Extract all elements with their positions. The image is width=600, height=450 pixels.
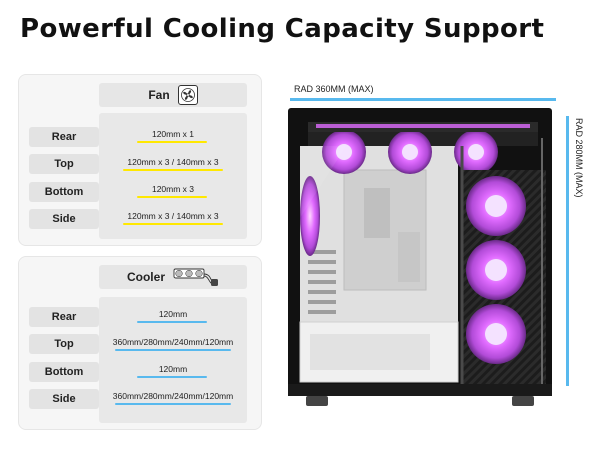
top-radiator-dimension-line bbox=[290, 98, 556, 101]
cooler-support-panel: Cooler Rear 120mm Top 360mm/280mm/240mm/… bbox=[18, 256, 262, 430]
fan-icon bbox=[177, 85, 198, 105]
cooler-row-top-label: Top bbox=[29, 334, 99, 354]
fan-side-underline bbox=[123, 223, 223, 225]
side-radiator-dimension-label: RAD 280MM (MAX) bbox=[574, 118, 584, 198]
fan-row-side-value: 120mm x 3 / 140mm x 3 bbox=[127, 211, 219, 221]
cooler-header-label: Cooler bbox=[126, 270, 165, 284]
cooler-top-underline bbox=[115, 349, 231, 351]
fan-row-top-value: 120mm x 3 / 140mm x 3 bbox=[127, 157, 219, 167]
fan-rear-underline bbox=[137, 141, 207, 143]
cooler-row-side-value: 360mm/280mm/240mm/120mm bbox=[112, 391, 234, 401]
fan-row-bottom-label: Bottom bbox=[29, 182, 99, 202]
fan-header: Fan bbox=[99, 83, 247, 107]
cooler-row-bottom-value: 120mm bbox=[158, 364, 188, 374]
fan-row-rear-label: Rear bbox=[29, 127, 99, 147]
radiator-icon bbox=[173, 267, 219, 287]
cooler-row-rear-label: Rear bbox=[29, 307, 99, 327]
cooler-row-top-value: 360mm/280mm/240mm/120mm bbox=[112, 337, 234, 347]
cooler-side-underline bbox=[115, 403, 231, 405]
fan-row-side-label: Side bbox=[29, 209, 99, 229]
cooler-bottom-underline bbox=[137, 376, 207, 378]
top-radiator-dimension-label: RAD 360MM (MAX) bbox=[294, 84, 374, 94]
pc-case-image bbox=[286, 108, 558, 412]
fan-top-underline bbox=[123, 169, 223, 171]
page-title: Powerful Cooling Capacity Support bbox=[20, 14, 545, 44]
cooler-row-rear-value: 120mm bbox=[158, 309, 188, 319]
cooler-rear-underline bbox=[137, 321, 207, 323]
fan-row-bottom-value: 120mm x 3 bbox=[151, 184, 195, 194]
cooler-header: Cooler bbox=[99, 265, 247, 289]
fan-bottom-underline bbox=[137, 196, 207, 198]
fan-row-rear-value: 120mm x 1 bbox=[151, 129, 195, 139]
cooler-row-bottom-label: Bottom bbox=[29, 362, 99, 382]
fan-values-box bbox=[99, 113, 247, 239]
cooler-values-box bbox=[99, 297, 247, 423]
fan-header-label: Fan bbox=[148, 88, 170, 102]
fan-row-top-label: Top bbox=[29, 154, 99, 174]
cooler-row-side-label: Side bbox=[29, 389, 99, 409]
fan-support-panel: Fan Rear 120mm x 1 Top 120mm x 3 / 140mm… bbox=[18, 74, 262, 246]
side-radiator-dimension-line bbox=[566, 116, 569, 386]
